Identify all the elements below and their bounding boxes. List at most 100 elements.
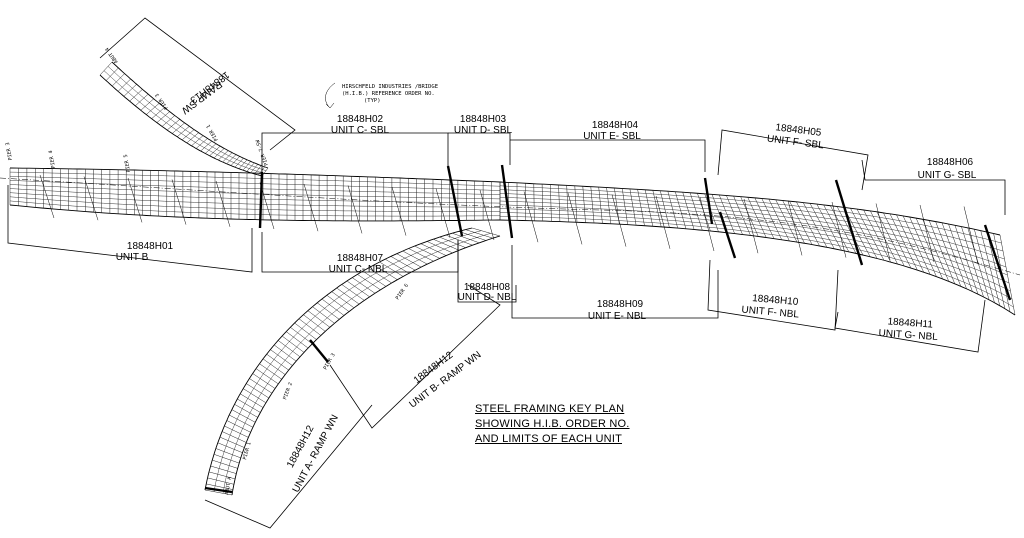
- main-east-diaphragm: [582, 186, 586, 223]
- order-h10: 18848H10: [752, 293, 799, 308]
- main-east-diaphragm: [856, 208, 885, 261]
- main-east-diaphragm: [836, 206, 864, 256]
- ramp-wn-diaphragm: [465, 229, 494, 239]
- unit-h09: UNIT E- NBL: [588, 311, 647, 322]
- unit-h06: UNIT G- SBL: [918, 170, 977, 181]
- ramp-wn-diaphragm: [215, 448, 241, 459]
- title-line-3: AND LIMITS OF EACH UNIT: [475, 433, 622, 445]
- order-h08: 18848H08: [464, 282, 511, 293]
- dimension-lines: [7, 17, 1006, 529]
- title-line-1: STEEL FRAMING KEY PLAN: [475, 403, 625, 415]
- ramp-sw-diaphragm: [222, 152, 233, 163]
- ramp-wn-diaphragm: [262, 358, 286, 375]
- main-east-diaphragm: [789, 201, 813, 245]
- ramp-wn-diaphragm: [207, 477, 234, 485]
- main-east-diaphragm: [754, 197, 775, 239]
- bracing-mark: [611, 194, 627, 247]
- ramp-wn-diaphragm: [336, 287, 360, 305]
- ramp-wn-diaphragm: [458, 231, 487, 241]
- main-east-diaphragm: [816, 203, 842, 251]
- ramp-wn-diaphragm: [368, 267, 392, 284]
- unit-h02: UNIT C- SBL: [331, 125, 390, 136]
- ramp-sw-framing: [99, 61, 269, 177]
- title-line-2: SHOWING H.I.B. ORDER NO.: [475, 418, 630, 430]
- order-h03: 18848H03: [460, 114, 507, 125]
- svg-text:PIER 1: PIER 1: [242, 442, 252, 461]
- ramp-wn-diaphragm: [471, 227, 501, 237]
- ramp-wn-diaphragm: [362, 270, 387, 287]
- ramp-sw-diaphragm: [238, 159, 248, 169]
- svg-text:ABUT A: ABUT A: [224, 477, 233, 496]
- svg-text:PIER 4: PIER 4: [48, 150, 57, 169]
- ramp-wn-diaphragm: [229, 414, 254, 428]
- svg-text:PIER 3: PIER 3: [323, 352, 337, 371]
- order-h02: 18848H02: [337, 114, 384, 125]
- unit-limit-lines: [204, 164, 1012, 494]
- ramp-wn-diaphragm: [385, 258, 410, 274]
- svg-text:PIER 2: PIER 2: [282, 382, 294, 401]
- order-h07: 18848H07: [337, 253, 384, 264]
- ramp-wn-diaphragm: [445, 234, 473, 246]
- ramp-wn-diaphragm: [312, 306, 335, 324]
- ramp-wn-diaphragm: [402, 250, 428, 265]
- ramp-sw-diaphragm: [146, 103, 160, 115]
- ramp-sw-diaphragm: [254, 165, 262, 175]
- main-east-diaphragm: [775, 199, 798, 243]
- ramp-wn-diaphragm: [277, 340, 301, 358]
- ramp-sw-girder: [107, 66, 267, 171]
- main-east-diaphragm: [889, 213, 918, 271]
- svg-text:HIRSCHFELD INDUSTRIES /BRIDGE: HIRSCHFELD INDUSTRIES /BRIDGE: [342, 84, 438, 90]
- main-east-diaphragm: [761, 198, 782, 240]
- main-east-diaphragm: [967, 227, 990, 300]
- unit-h03: UNIT D- SBL: [454, 125, 513, 136]
- main-east-diaphragm: [606, 187, 612, 224]
- ramp-wn-diaphragm: [240, 393, 264, 408]
- ramp-wn-diaphragm: [206, 483, 233, 490]
- main-east-diaphragm: [915, 217, 943, 280]
- main-east-diaphragm: [999, 234, 1016, 316]
- main-east-diaphragm: [823, 204, 850, 253]
- ramp-wn-diaphragm: [255, 368, 279, 385]
- bracing-mark: [567, 192, 583, 245]
- bracing-mark: [215, 180, 231, 227]
- ramp-wn-diaphragm: [213, 454, 240, 464]
- main-east-diaphragm: [830, 205, 857, 254]
- ramp-sw-diaphragm: [181, 129, 195, 141]
- main-east-diaphragm: [541, 184, 544, 222]
- bracing-mark: [391, 186, 407, 236]
- ramp-sw-diaphragm: [230, 156, 240, 166]
- ramp-sw-diaphragm: [105, 67, 119, 81]
- main-east-diaphragm: [941, 222, 967, 289]
- bracing-mark: [831, 201, 847, 258]
- main-east-diaphragm: [802, 202, 828, 248]
- ramp-sw-diaphragm: [129, 89, 143, 102]
- ramp-wn-diaphragm: [286, 331, 309, 349]
- svg-text:PIER 5: PIER 5: [123, 154, 132, 173]
- bracing-mark: [787, 200, 803, 256]
- main-east-diaphragm: [574, 185, 578, 223]
- main-east-diaphragm: [948, 223, 973, 292]
- ramp-wn-diaphragm: [326, 294, 350, 312]
- bracing-mark: [523, 191, 539, 243]
- ramp-sw-diaphragm: [205, 143, 217, 154]
- main-east-diaphragm: [796, 201, 820, 247]
- main-east-diaphragm: [718, 194, 735, 234]
- ramp-sw-diaphragm: [213, 148, 225, 159]
- main-east-diaphragm: [733, 195, 751, 236]
- reference-note: HIRSCHFELD INDUSTRIES /BRIDGE (H.I.B.) R…: [342, 84, 438, 104]
- bracing-mark: [83, 176, 99, 221]
- main-east-diaphragm: [566, 185, 569, 222]
- main-east-diaphragm: [558, 184, 561, 222]
- main-east-diaphragm: [896, 214, 925, 273]
- main-east-diaphragm: [704, 193, 719, 232]
- ramp-wn-diaphragm: [224, 425, 249, 438]
- main-east-diaphragm: [768, 198, 790, 242]
- main-east-diaphragm: [909, 216, 937, 277]
- main-east-diaphragm: [809, 203, 835, 249]
- main-east-diaphragm: [928, 220, 956, 284]
- main-east-diaphragm: [747, 197, 767, 238]
- ramp-sw-diaphragm: [140, 98, 154, 111]
- ramp-sw-diaphragm: [186, 132, 199, 144]
- ramp-wn-diaphragm: [352, 277, 376, 294]
- ramp-sw-diaphragm: [191, 135, 204, 146]
